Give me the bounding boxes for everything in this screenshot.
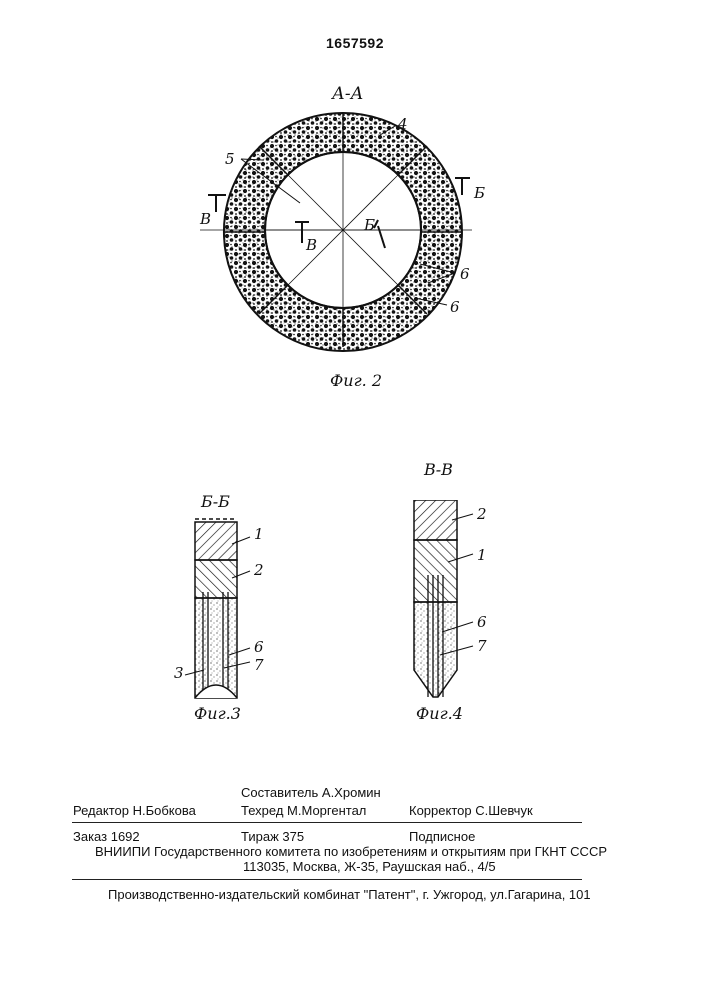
fig4-caption: Фиг.4 (416, 704, 463, 723)
fig3-ref-1: 1 (254, 525, 264, 543)
fig3-longitudinal-section (0, 500, 707, 760)
fig2-ref-6b: 6 (450, 298, 460, 316)
imprint-rule-2 (72, 879, 582, 880)
fig4-section-title: В-В (424, 460, 453, 479)
imprint-order: Заказ 1692 (73, 829, 140, 844)
fig2-ring-cross-section (0, 0, 707, 400)
fig3-ref-3: 3 (174, 664, 184, 682)
fig2-arrow-label-be: Б (364, 216, 375, 234)
fig4-ref-1: 1 (477, 546, 487, 564)
imprint-circulation: Тираж 375 (241, 829, 304, 844)
fig4-ref-6: 6 (477, 613, 487, 631)
imprint-corrector: Корректор С.Шевчук (409, 803, 533, 818)
fig3-caption: Фиг.3 (194, 704, 241, 723)
imprint-vniipi: ВНИИПИ Государственного комитета по изоб… (95, 844, 607, 859)
imprint-techred: Техред М.Моргентал (241, 803, 366, 818)
imprint-rule-1 (72, 822, 582, 823)
fig3-ref-7: 7 (254, 656, 264, 674)
imprint-publisher: Производственно-издательский комбинат "П… (108, 887, 591, 902)
fig2-arrow-label-center: В (306, 236, 317, 254)
fig4-ref-7: 7 (477, 637, 487, 655)
fig3-ref-2: 2 (254, 561, 264, 579)
fig4-ref-2: 2 (477, 505, 487, 523)
imprint-editor: Редактор Н.Бобкова (73, 803, 196, 818)
imprint-address: 113035, Москва, Ж-35, Раушская наб., 4/5 (243, 859, 496, 874)
imprint-subscription: Подписное (409, 829, 475, 844)
imprint-compiler: Составитель А.Хромин (241, 785, 381, 800)
fig2-caption: Фиг. 2 (330, 371, 382, 390)
fig2-arrow-label-right: Б (474, 184, 485, 202)
fig2-arrow-label-left: В (200, 210, 211, 228)
fig2-ref-4: 4 (398, 115, 408, 133)
fig3-ref-6: 6 (254, 638, 264, 656)
fig2-ref-6a: 6 (460, 265, 470, 283)
fig2-ref-5: 5 (225, 150, 235, 168)
